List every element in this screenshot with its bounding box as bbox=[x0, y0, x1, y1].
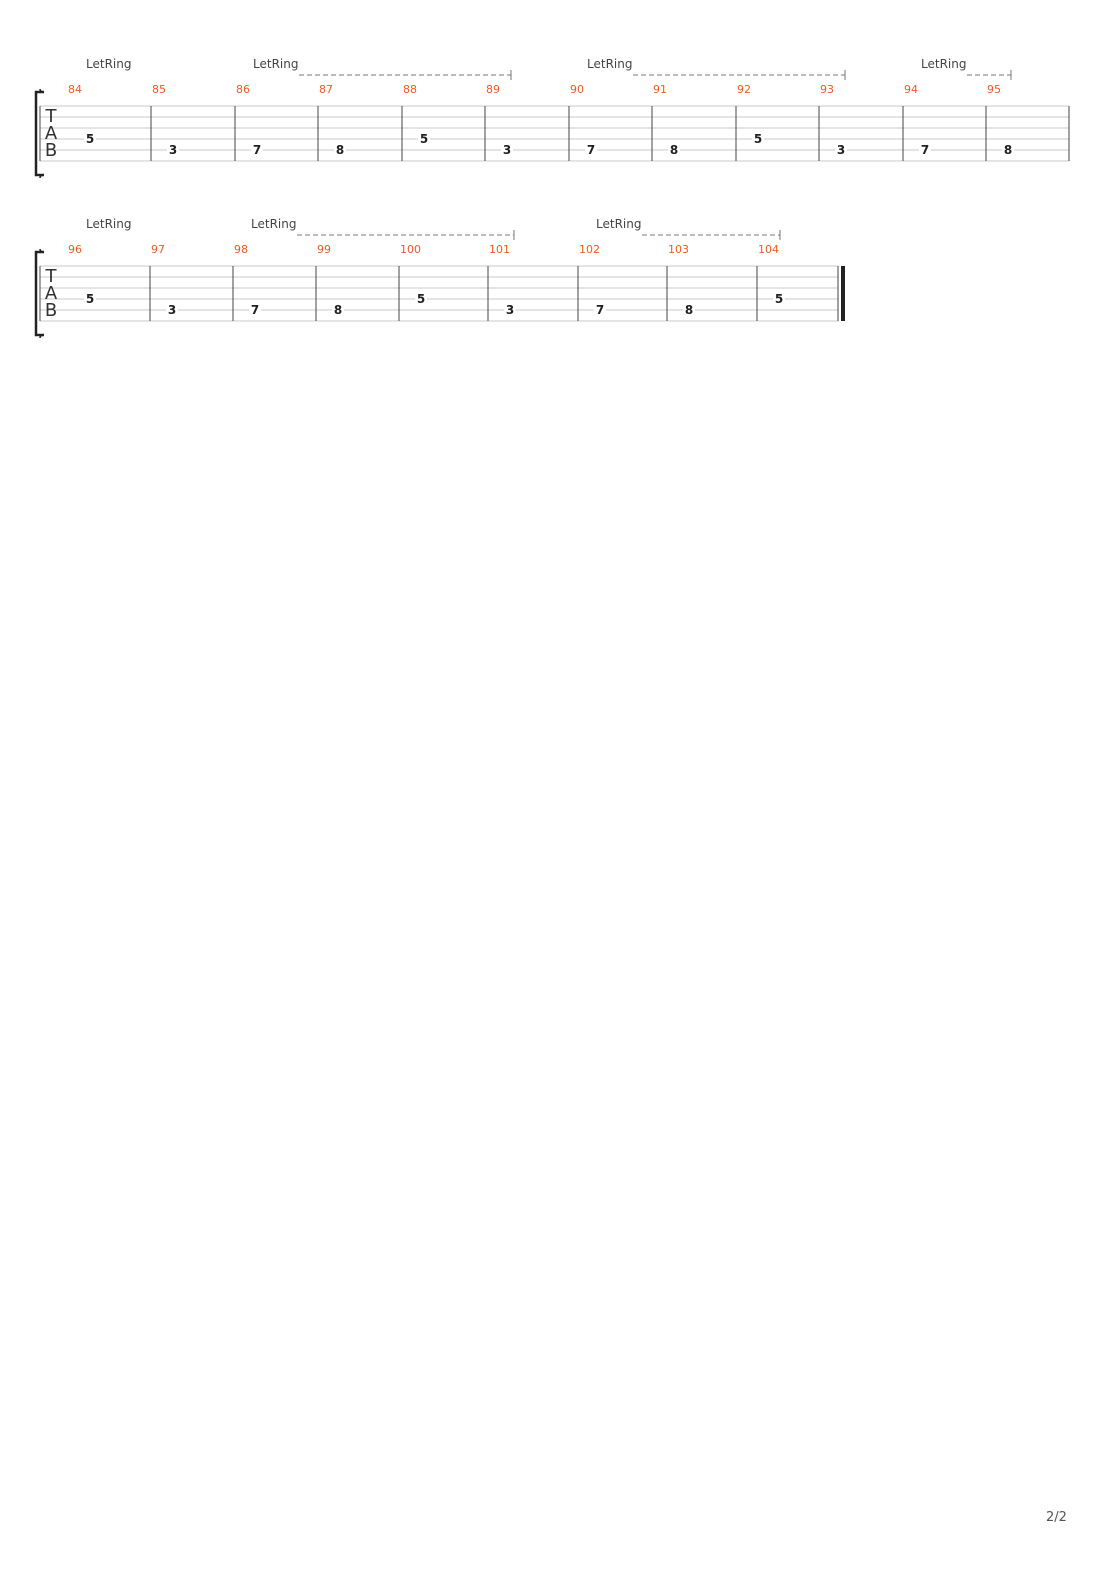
fret-backdrop bbox=[249, 304, 261, 317]
letring-label: LetRing bbox=[921, 57, 966, 71]
fret-backdrop bbox=[251, 144, 263, 157]
measure-number: 100 bbox=[400, 243, 421, 256]
letring-label: LetRing bbox=[86, 57, 131, 71]
system-bracket bbox=[34, 90, 44, 177]
measure-number: 89 bbox=[486, 83, 500, 96]
measure-number: 90 bbox=[570, 83, 584, 96]
system-bracket-curl bbox=[39, 248, 45, 339]
letring-label: LetRing bbox=[596, 217, 641, 231]
measure-number: 104 bbox=[758, 243, 779, 256]
final-barline-thick bbox=[841, 266, 845, 321]
fret-backdrop bbox=[84, 133, 96, 146]
measure-number: 95 bbox=[987, 83, 1001, 96]
fret-backdrop bbox=[585, 144, 597, 157]
fret-backdrop bbox=[415, 293, 427, 306]
fret-number: 8 bbox=[670, 143, 678, 157]
fret-number: 8 bbox=[1004, 143, 1012, 157]
fret-number: 8 bbox=[685, 303, 693, 317]
fret-backdrop bbox=[418, 133, 430, 146]
fret-backdrop bbox=[167, 144, 179, 157]
letring-label: LetRing bbox=[253, 57, 298, 71]
measure-number: 96 bbox=[68, 243, 82, 256]
fret-number: 3 bbox=[168, 303, 176, 317]
measure-number: 97 bbox=[151, 243, 165, 256]
measure-number: 91 bbox=[653, 83, 667, 96]
measure-number: 98 bbox=[234, 243, 248, 256]
fret-number: 7 bbox=[596, 303, 604, 317]
measure-number: 85 bbox=[152, 83, 166, 96]
tab-clef-letter: B bbox=[45, 300, 57, 321]
measure-number: 102 bbox=[579, 243, 600, 256]
fret-backdrop bbox=[504, 304, 516, 317]
fret-backdrop bbox=[752, 133, 764, 146]
fret-backdrop bbox=[919, 144, 931, 157]
measure-number: 92 bbox=[737, 83, 751, 96]
tab-clef-letter: B bbox=[45, 140, 57, 161]
tab-clef-letter: A bbox=[45, 123, 58, 144]
measure-number: 94 bbox=[904, 83, 918, 96]
letring-label: LetRing bbox=[86, 217, 131, 231]
fret-backdrop bbox=[773, 293, 785, 306]
fret-backdrop bbox=[668, 144, 680, 157]
measure-number: 93 bbox=[820, 83, 834, 96]
fret-number: 7 bbox=[587, 143, 595, 157]
fret-number: 3 bbox=[169, 143, 177, 157]
fret-number: 3 bbox=[506, 303, 514, 317]
fret-backdrop bbox=[1002, 144, 1014, 157]
measure-number: 99 bbox=[317, 243, 331, 256]
measure-number: 87 bbox=[319, 83, 333, 96]
fret-backdrop bbox=[683, 304, 695, 317]
fret-number: 5 bbox=[86, 132, 94, 146]
fret-backdrop bbox=[835, 144, 847, 157]
fret-backdrop bbox=[332, 304, 344, 317]
tab-clef-letter: A bbox=[45, 283, 58, 304]
page-number: 2/2 bbox=[1046, 1510, 1067, 1525]
measure-number: 88 bbox=[403, 83, 417, 96]
letring-label: LetRing bbox=[251, 217, 296, 231]
fret-backdrop bbox=[166, 304, 178, 317]
fret-number: 8 bbox=[336, 143, 344, 157]
fret-number: 5 bbox=[86, 292, 94, 306]
system-bracket-curl bbox=[39, 88, 45, 179]
fret-number: 7 bbox=[251, 303, 259, 317]
fret-number: 3 bbox=[503, 143, 511, 157]
tab-clef-letter: T bbox=[45, 106, 58, 127]
fret-backdrop bbox=[84, 293, 96, 306]
fret-number: 8 bbox=[334, 303, 342, 317]
fret-number: 3 bbox=[837, 143, 845, 157]
fret-backdrop bbox=[594, 304, 606, 317]
measure-number: 86 bbox=[236, 83, 250, 96]
measure-number: 103 bbox=[668, 243, 689, 256]
fret-number: 5 bbox=[754, 132, 762, 146]
fret-backdrop bbox=[334, 144, 346, 157]
letring-label: LetRing bbox=[587, 57, 632, 71]
fret-number: 7 bbox=[921, 143, 929, 157]
measure-number: 101 bbox=[489, 243, 510, 256]
fret-number: 5 bbox=[417, 292, 425, 306]
fret-number: 5 bbox=[775, 292, 783, 306]
fret-backdrop bbox=[501, 144, 513, 157]
fret-number: 7 bbox=[253, 143, 261, 157]
measure-number: 84 bbox=[68, 83, 82, 96]
fret-number: 5 bbox=[420, 132, 428, 146]
system-bracket bbox=[34, 250, 44, 337]
tab-clef-letter: T bbox=[45, 266, 58, 287]
